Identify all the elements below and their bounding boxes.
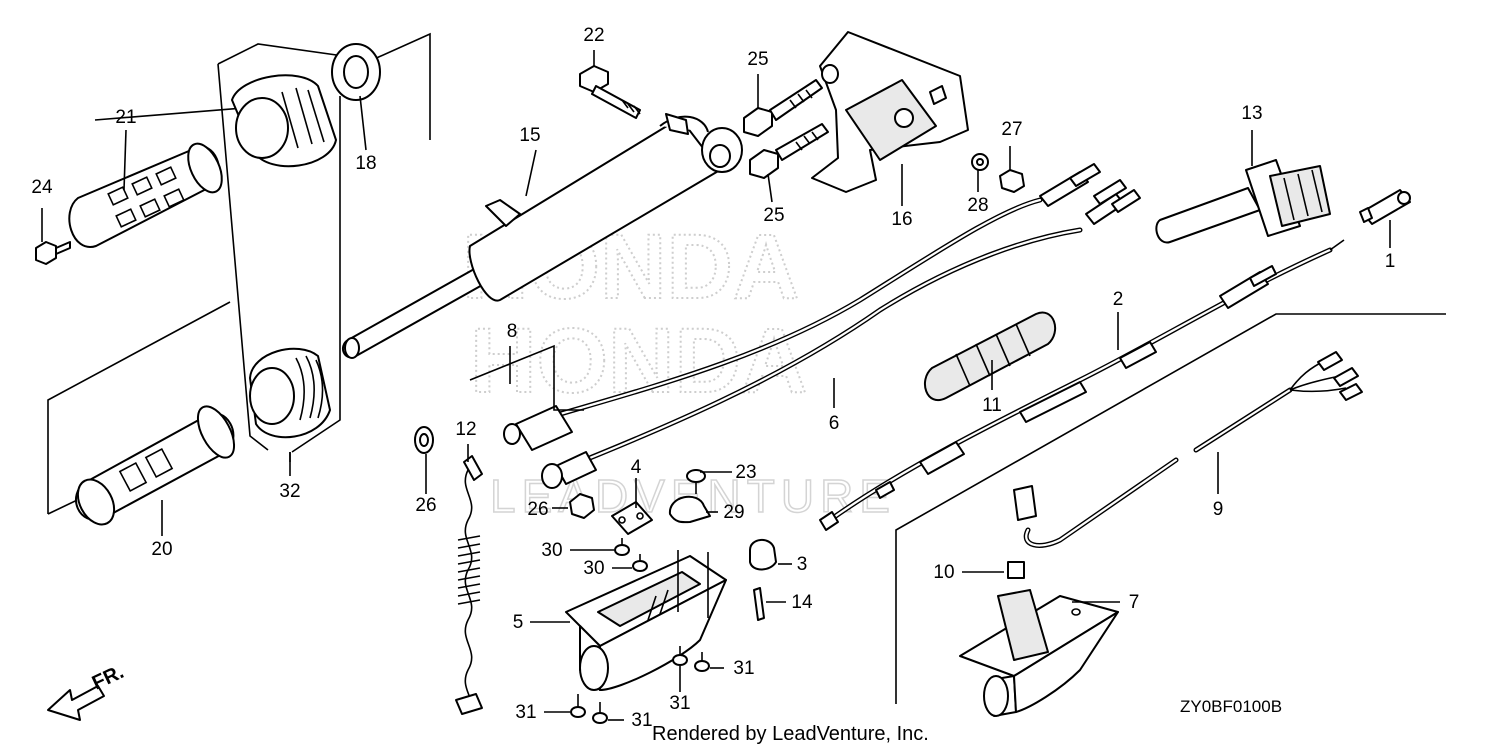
front-direction-indicator: FR. (47, 661, 127, 721)
callout-23: 23 (735, 462, 756, 483)
callout-31-bottom: 31 (631, 710, 652, 731)
part-12-lanyard (455, 455, 483, 715)
part-32-spring-lower (249, 347, 331, 439)
part-25-bolt-upper (743, 79, 823, 137)
callout-2: 2 (1113, 289, 1124, 310)
render-credit: Rendered by LeadVenture, Inc. (652, 723, 929, 745)
callout-18: 18 (355, 153, 376, 174)
callout-10: 10 (933, 562, 954, 583)
callout-30-upper: 30 (541, 540, 562, 561)
callout-21: 21 (115, 107, 136, 128)
callout-32: 32 (279, 481, 300, 502)
callout-24: 24 (31, 177, 53, 198)
part-2-throttle-cable (819, 239, 1345, 531)
callout-16: 16 (891, 209, 912, 230)
part-21-grip (68, 142, 223, 248)
part-26-nut-right (569, 493, 595, 519)
part-7-lower-cover (959, 589, 1119, 717)
callout-13: 13 (1241, 103, 1262, 124)
part-10-clip (1007, 561, 1025, 579)
part-26-washer-left (414, 426, 434, 454)
callout-26-right: 26 (527, 499, 548, 520)
diagram-reference-code: ZY0BF0100B (1180, 697, 1282, 716)
callout-1: 1 (1385, 251, 1396, 272)
part-14-pin (753, 587, 765, 621)
part-30-screws (614, 538, 648, 572)
part-27-nut (999, 169, 1025, 193)
part-28-washer (971, 153, 989, 171)
callout-14: 14 (791, 592, 813, 613)
part-9-harness (1013, 351, 1363, 548)
callout-15: 15 (519, 125, 540, 146)
callout-8: 8 (507, 321, 518, 342)
callout-28: 28 (967, 195, 988, 216)
callout-31-left: 31 (515, 702, 536, 723)
callout-7: 7 (1129, 592, 1140, 613)
callout-26-left: 26 (415, 495, 436, 516)
explode-lines-left (47, 32, 431, 515)
part-16-bracket (811, 31, 969, 193)
watermark: HONDA HONDA LEADVENTURE (461, 215, 891, 523)
callout-9: 9 (1213, 499, 1224, 520)
part-15-tiller-handle (341, 113, 743, 359)
callout-29: 29 (723, 502, 744, 523)
callout-5: 5 (513, 612, 524, 633)
callout-22: 22 (583, 25, 604, 46)
watermark-brand-echo: HONDA (470, 310, 807, 412)
part-1-cable-end (1359, 189, 1411, 225)
callout-25-upper: 25 (747, 49, 768, 70)
part-23-screw (686, 469, 706, 494)
part-6-cable (503, 163, 1141, 489)
part-24-bolt (35, 241, 71, 265)
callout-6: 6 (829, 413, 840, 434)
part-18-ring (331, 43, 381, 101)
part-31-screws (570, 646, 710, 724)
part-25-bolt-lower (749, 123, 829, 179)
callouts: 1 2 3 4 5 6 7 8 9 10 11 12 13 14 15 16 1… (31, 25, 1395, 731)
explode-lines-right (895, 313, 1446, 704)
leader-lines (41, 50, 1391, 721)
callout-3: 3 (797, 554, 808, 575)
callout-30-lower: 30 (583, 558, 604, 579)
part-29-clamp (668, 495, 711, 524)
callout-25-lower: 25 (763, 205, 784, 226)
callout-31-center: 31 (669, 693, 690, 714)
part-22-bolt (579, 65, 641, 119)
part-13-switch-boot (1155, 159, 1331, 244)
callout-31-right: 31 (733, 658, 754, 679)
callout-27: 27 (1001, 119, 1022, 140)
callout-20: 20 (151, 539, 172, 560)
part-4-plate (611, 501, 653, 535)
callout-12: 12 (455, 419, 476, 440)
callout-11: 11 (982, 395, 1002, 416)
part-3-grommet (749, 539, 777, 571)
part-11-sleeve (923, 311, 1057, 401)
part-32-cage-upper (231, 74, 337, 168)
part-20-throttle-grip (75, 405, 236, 526)
part-5-lower-cover (565, 555, 727, 691)
callout-4: 4 (631, 457, 642, 478)
